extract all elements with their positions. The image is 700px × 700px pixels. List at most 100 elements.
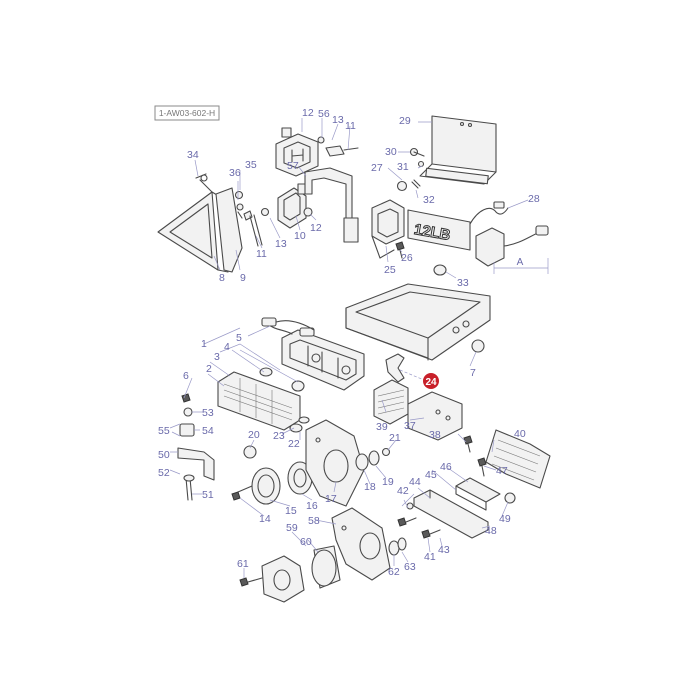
callout-62: 62: [388, 566, 400, 578]
callout-12-top: 12: [302, 107, 314, 119]
socket-15: [237, 467, 281, 505]
number-plate: 12LB: [407, 209, 471, 251]
nut-7: [471, 339, 485, 353]
bolt-38: [463, 435, 473, 453]
callout-2: 2: [206, 363, 212, 375]
callout-40: 40: [514, 428, 526, 440]
callout-45: 45: [425, 469, 437, 481]
nut-27: [396, 180, 408, 192]
mudguard-housing: [345, 283, 491, 361]
bolt-47: [477, 457, 487, 477]
reference-code-box: 1-AW03-602-H: [154, 105, 220, 121]
bolt-34: [195, 173, 207, 179]
washers-62-63: [388, 537, 407, 556]
callout-26: 26: [401, 252, 413, 264]
washers-18-19-21: [355, 447, 391, 471]
callout-36: 36: [229, 167, 241, 179]
callout-39: 39: [376, 421, 388, 433]
callout-35: 35: [245, 159, 257, 171]
plate-17: [305, 419, 365, 507]
bulb-4: [291, 380, 305, 392]
callout-7: 7: [470, 367, 476, 379]
callout-3: 3: [214, 351, 220, 363]
nut-49: [504, 492, 516, 504]
reference-code: 1-AW03-602-H: [159, 108, 215, 118]
callout-51: 51: [202, 489, 214, 501]
callout-53: 53: [202, 407, 214, 419]
callout-14: 14: [259, 513, 271, 525]
callout-11-top: 11: [345, 120, 356, 132]
callout-43: 43: [438, 544, 450, 556]
callout-12-mid: 12: [310, 222, 322, 234]
washer-13-left: [260, 207, 270, 217]
callout-27: 27: [371, 162, 383, 174]
callout-5: 5: [236, 332, 242, 344]
bracket-57: [304, 167, 359, 243]
callout-55: 55: [158, 425, 170, 437]
callout-19: 19: [382, 476, 394, 488]
tail-lamp-assembly: [281, 329, 365, 391]
bolt-14: [231, 491, 241, 501]
callout-41: 41: [424, 551, 436, 563]
callout-17: 17: [325, 493, 337, 505]
reflector-39: [373, 379, 409, 425]
screw-26: [395, 241, 405, 259]
bracket-44-48: [413, 489, 489, 539]
clip-24: [385, 353, 405, 383]
lamp-25: [371, 199, 405, 259]
bracket-37: [407, 391, 463, 441]
triangle-bracket: [199, 174, 243, 273]
lamp-10: [277, 183, 307, 229]
callout-52: 52: [158, 467, 170, 479]
nut-20: [243, 445, 257, 459]
callout-8: 8: [219, 272, 225, 284]
callout-21: 21: [389, 432, 401, 444]
leader-lines: [169, 118, 529, 578]
callout-9: 9: [240, 272, 246, 284]
callout-56: 56: [318, 108, 330, 120]
highlighted-callout-24[interactable]: 24: [423, 373, 439, 389]
callout-4: 4: [224, 341, 230, 353]
callout-37: 37: [404, 420, 416, 432]
plate-bracket-29: [419, 115, 497, 185]
callout-59: 59: [286, 522, 298, 534]
reflector-40: [485, 429, 551, 489]
callout-28: 28: [528, 193, 540, 205]
callout-13-left: 13: [275, 238, 287, 250]
callout-57: 57: [287, 160, 299, 172]
callout-13-top: 13: [332, 114, 344, 126]
hardware-53-55: [179, 393, 195, 437]
callout-34: 34: [187, 149, 199, 161]
callout-54: 54: [202, 425, 214, 437]
callout-numbers: 1 2 3 4 5 6 7 8 9 10 11 11 12 12 13 13 1…: [158, 107, 540, 578]
callout-22: 22: [288, 438, 300, 450]
dimension-label: A: [517, 257, 524, 268]
callout-16: 16: [306, 500, 318, 512]
bolt-11-left: [243, 210, 263, 247]
callout-58: 58: [308, 515, 320, 527]
callout-15: 15: [285, 505, 297, 517]
bolt-51: [183, 474, 195, 501]
callout-29: 29: [399, 115, 411, 127]
callout-1: 1: [201, 338, 207, 350]
callout-63: 63: [404, 561, 416, 573]
lamp-top-h: [275, 127, 319, 177]
callout-38: 38: [429, 429, 441, 441]
callout-42: 42: [397, 485, 409, 497]
callout-11-left: 11: [256, 248, 267, 260]
callout-50: 50: [158, 449, 170, 461]
callout-48: 48: [485, 525, 497, 537]
socket-59-60: [261, 545, 341, 603]
bracket-46: [455, 477, 501, 511]
highlight-marker[interactable]: [423, 373, 439, 389]
callout-60: 60: [300, 536, 312, 548]
callout-20: 20: [248, 429, 260, 441]
callout-10: 10: [294, 230, 306, 242]
callout-49: 49: [499, 513, 511, 525]
callout-18: 18: [364, 481, 376, 493]
highlight-label: 24: [425, 377, 437, 388]
cable-harness-1: [261, 317, 315, 337]
lamp-28: [469, 201, 549, 267]
callout-61: 61: [237, 558, 249, 570]
callout-33: 33: [457, 277, 469, 289]
